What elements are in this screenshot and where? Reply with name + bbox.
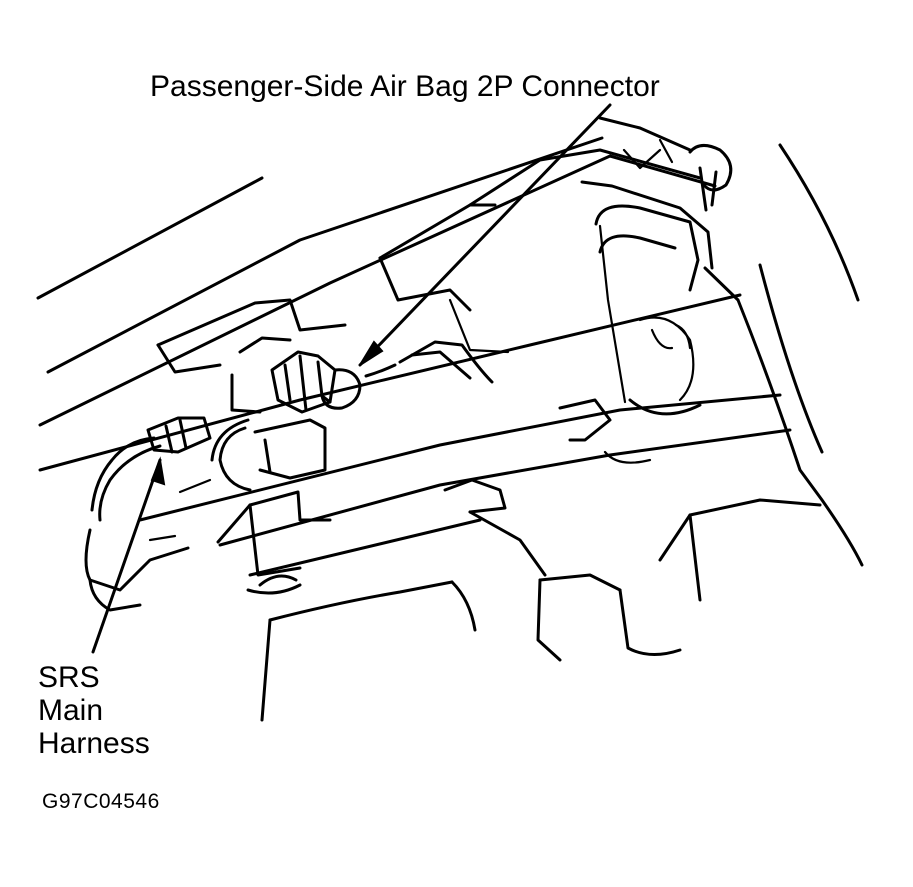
srs-harness-connector [90,416,212,522]
srs-main-harness-label: SRS Main Harness [38,661,150,760]
leader-arrows [91,103,612,654]
airbag-housing [378,138,714,416]
lower-bracket [216,398,682,662]
dash-rails [38,263,864,577]
strap-loop [688,144,733,212]
passenger-airbag-connector [270,350,362,414]
srs-main-harness-label-line-3: Harness [38,727,150,760]
lower-dash-outline [84,478,822,722]
srs-main-harness-label-line-1: SRS [38,661,100,694]
passenger-connector-label: Passenger-Side Air Bag 2P Connector [150,70,660,103]
dash-upper-edges [36,116,860,427]
figure-code: G97C04546 [42,790,160,813]
connector-bracket [156,298,494,492]
srs-main-harness-label-line-2: Main [38,694,104,727]
